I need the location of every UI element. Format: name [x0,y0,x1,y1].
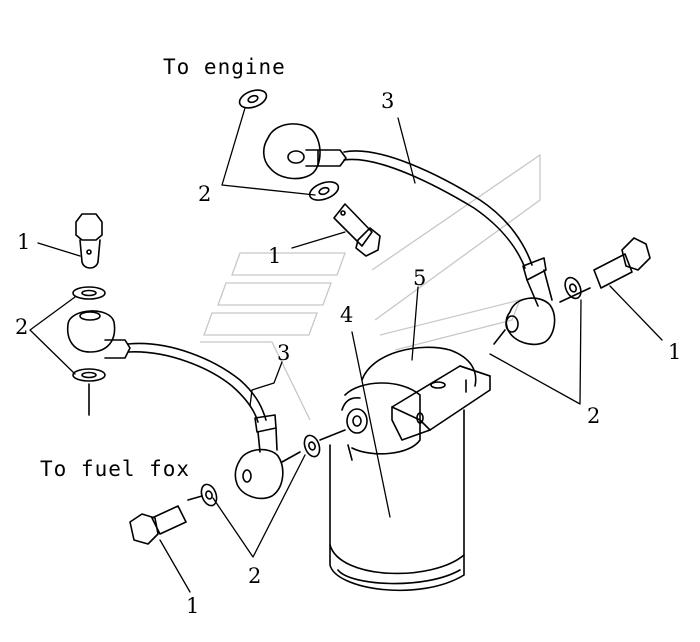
top-washer-upper [238,89,268,109]
bottom-banjo-fitting [234,427,284,500]
fuel-filter-element [329,409,465,592]
callout-4: 4 [340,303,354,327]
callout-2-top: 2 [198,182,212,206]
top-banjo-fitting [262,123,347,180]
left-washer-lower [72,368,106,382]
top-fuel-pipe [343,150,547,281]
callout-1-bottom: 1 [186,594,200,618]
right-banjo-bolt [593,237,651,289]
callout-5: 5 [413,266,427,290]
bottom-washer-left [200,483,218,507]
bottom-banjo-bolt [129,505,187,545]
callout-1-right: 1 [668,340,682,364]
callout-2-bottom: 2 [248,564,262,588]
filter-head [341,346,491,461]
callout-3-left: 3 [277,341,291,365]
leader-lines [29,107,663,593]
top-banjo-bolt [333,203,381,257]
callout-2-right: 2 [587,404,601,428]
right-banjo-fitting [505,269,556,346]
callout-3-top: 3 [381,89,395,113]
left-banjo-fitting [66,310,131,359]
left-washer-upper [72,286,106,300]
bottom-washer-right [303,434,321,458]
top-washer-lower [308,181,340,201]
logo-watermark [200,153,541,421]
caption-to-engine: To engine [163,55,286,79]
callout-2-left: 2 [15,315,29,339]
callout-1-top: 1 [268,244,282,268]
right-washer [564,276,582,300]
left-banjo-bolt [75,213,103,269]
caption-to-fuel-fox: To fuel fox [40,457,191,481]
left-fuel-pipe [127,342,277,433]
callout-1-left: 1 [17,230,31,254]
